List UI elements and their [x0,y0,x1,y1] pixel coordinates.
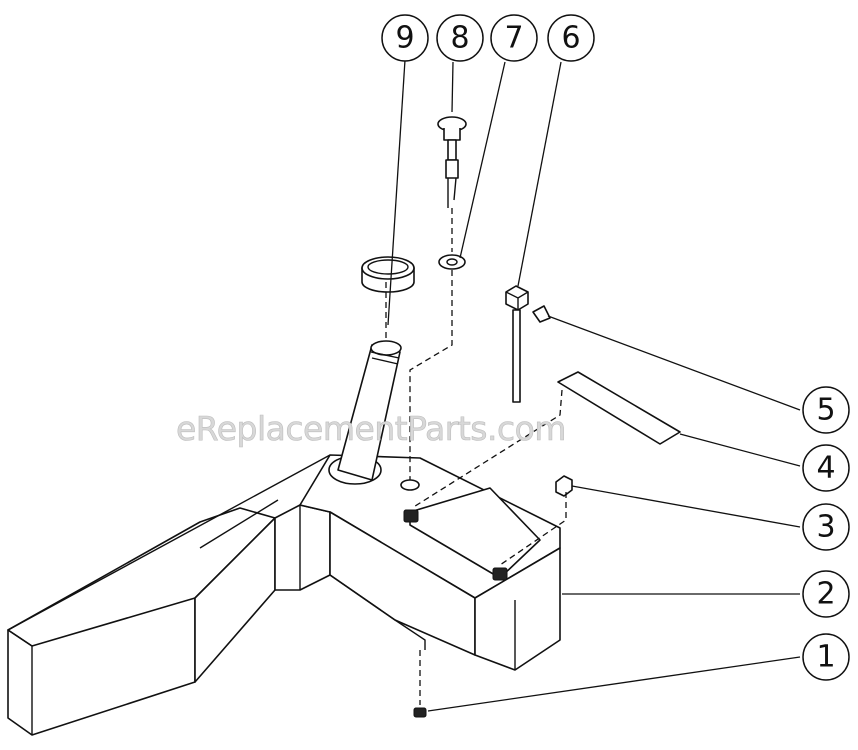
drain-rod [505,285,529,403]
callout-7: 7 [490,14,538,62]
callout-3-label: 3 [816,510,835,545]
base-casting [7,454,561,736]
filler-cap [361,256,415,293]
callout-5-label: 5 [816,393,835,428]
label-plate [557,371,681,445]
nut [555,475,573,497]
callout-8: 8 [436,14,484,62]
callout-3: 3 [802,503,850,551]
dipstick [437,116,467,208]
callout-9-label: 9 [395,21,414,56]
watermark-text: eReplacementParts.com [176,409,566,448]
callout-6: 6 [547,14,595,62]
leader-lines [387,59,801,712]
callout-8-label: 8 [450,21,469,56]
set-screw [532,305,551,323]
callout-1-label: 1 [816,640,835,675]
bottom-bolt [413,707,427,718]
callout-5: 5 [802,386,850,434]
filler-neck-tube [337,340,402,481]
callout-2-label: 2 [816,577,835,612]
callout-6-label: 6 [561,21,580,56]
callout-2: 2 [802,570,850,618]
callout-4: 4 [802,444,850,492]
callout-7-label: 7 [504,21,523,56]
callout-9: 9 [381,14,429,62]
callout-1: 1 [802,633,850,681]
assembly-dashes [385,208,567,705]
washer [438,254,466,270]
callout-4-label: 4 [816,451,835,486]
